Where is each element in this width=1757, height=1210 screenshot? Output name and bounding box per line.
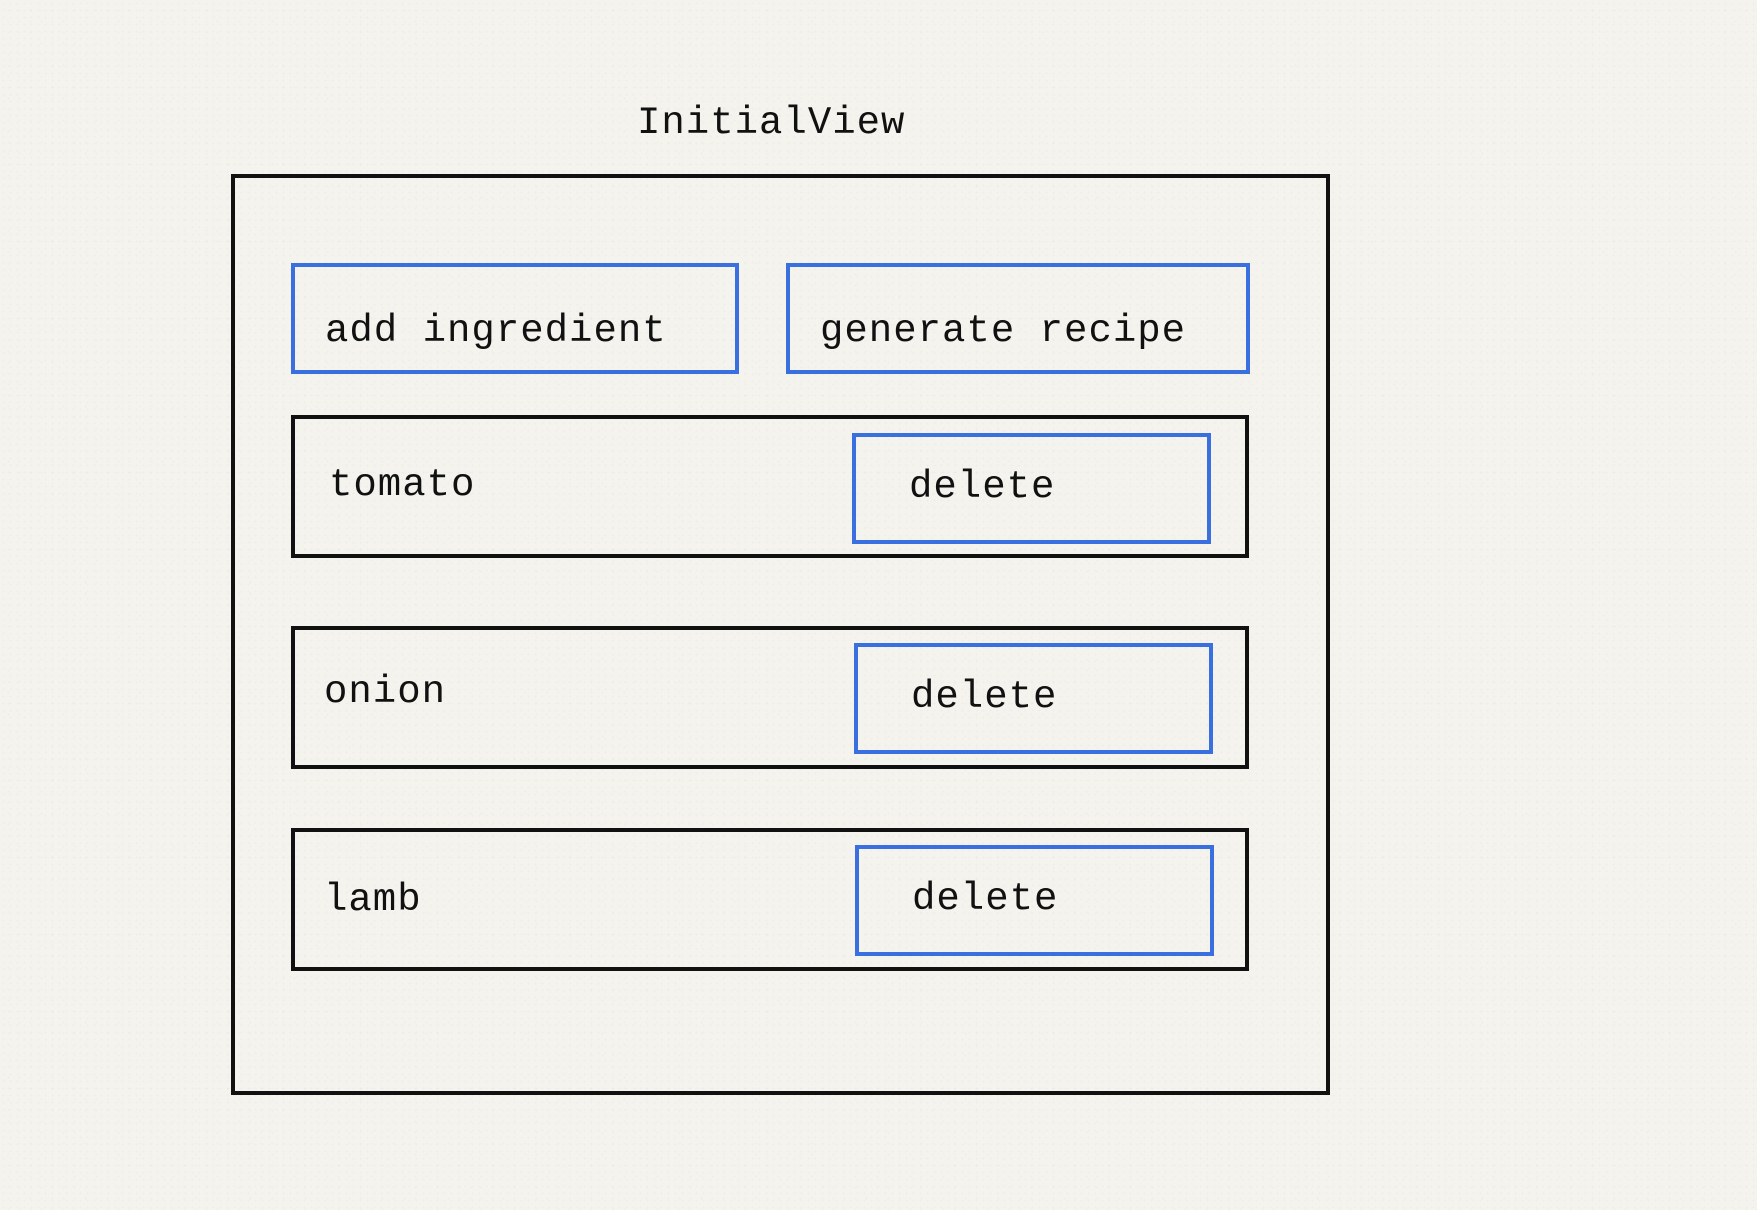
delete-button[interactable]: delete [854, 643, 1213, 754]
ingredient-name: onion [324, 670, 447, 714]
add-ingredient-button[interactable]: add ingredient [291, 263, 739, 374]
view-title: InitialView [637, 101, 906, 145]
initial-view-frame [231, 174, 1330, 1095]
generate-recipe-label: generate recipe [820, 309, 1187, 353]
delete-button[interactable]: delete [855, 845, 1214, 956]
delete-label: delete [912, 877, 1059, 921]
ingredient-name: tomato [329, 463, 476, 507]
delete-button[interactable]: delete [852, 433, 1211, 544]
add-ingredient-label: add ingredient [325, 309, 667, 353]
ingredient-row: onion delete [291, 626, 1249, 769]
ingredient-row: tomato delete [291, 415, 1249, 558]
ingredient-name: lamb [324, 878, 422, 922]
delete-label: delete [909, 465, 1056, 509]
ingredient-row: lamb delete [291, 828, 1249, 971]
generate-recipe-button[interactable]: generate recipe [786, 263, 1250, 374]
delete-label: delete [911, 675, 1058, 719]
